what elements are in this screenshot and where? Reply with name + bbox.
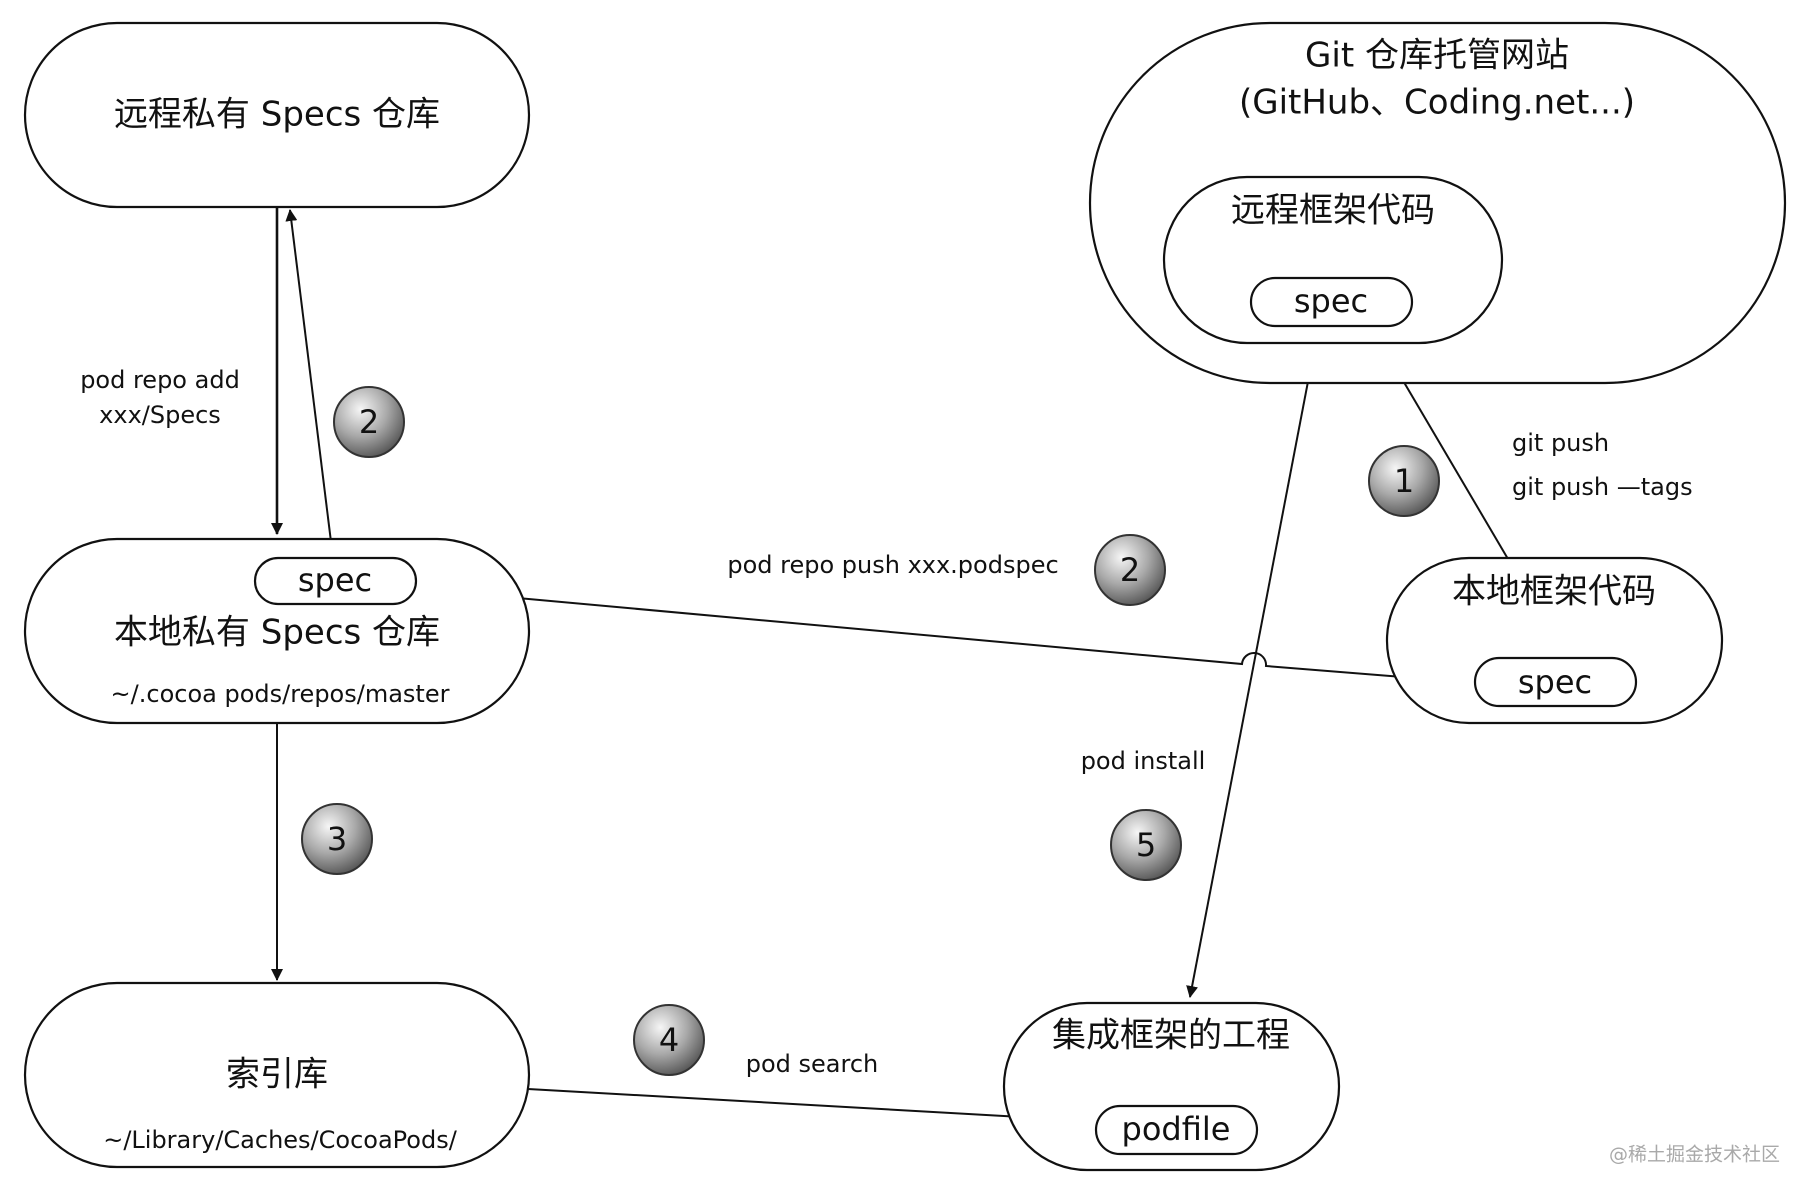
node-local-specs: spec 本地私有 Specs 仓库 ~/.cocoa pods/repos/m… bbox=[23, 537, 531, 725]
git-host-title: Git 仓库托管网站 bbox=[1305, 36, 1569, 76]
svg-text:2: 2 bbox=[1120, 551, 1140, 589]
node-local-framework: 本地框架代码 spec bbox=[1385, 556, 1724, 725]
local-specs-spec-pill bbox=[253, 556, 418, 606]
watermark: @稀土掘金技术社区 bbox=[1609, 1144, 1780, 1166]
node-project: 集成框架的工程 podfile bbox=[1002, 1001, 1341, 1172]
edge-pod-install bbox=[1186, 344, 1316, 998]
git-host-subtitle: (GitHub、Coding.net...) bbox=[1239, 83, 1635, 123]
local-specs-title: 本地私有 Specs 仓库 bbox=[114, 613, 440, 653]
project-podfile-pill bbox=[1094, 1104, 1259, 1156]
local-framework-title: 本地框架代码 bbox=[1452, 572, 1656, 612]
edge-git-push bbox=[1384, 349, 1509, 560]
remote-framework-title: 远程框架代码 bbox=[1231, 191, 1435, 231]
step-badge-4: 4 bbox=[633, 1004, 705, 1076]
local-specs-path: ~/.cocoa pods/repos/master bbox=[111, 680, 450, 708]
node-index-repo: 索引库 ~/Library/Caches/CocoaPods/ bbox=[23, 981, 531, 1169]
step-badge-2-left: 2 bbox=[333, 386, 405, 458]
label-pod-repo-add-1: pod repo add bbox=[80, 366, 240, 394]
local-framework-spec-pill bbox=[1473, 656, 1638, 708]
edge-pod-search bbox=[527, 1088, 1094, 1127]
local-specs-spec-label: spec bbox=[298, 561, 372, 599]
node-remote-specs: 远程私有 Specs 仓库 bbox=[23, 21, 531, 209]
node-remote-framework: 远程框架代码 spec bbox=[1162, 175, 1504, 345]
edge-pod-repo-push bbox=[418, 584, 1479, 684]
label-pod-install: pod install bbox=[1081, 747, 1206, 775]
label-git-push-1: git push bbox=[1512, 429, 1609, 457]
svg-text:3: 3 bbox=[327, 820, 347, 858]
project-title: 集成框架的工程 bbox=[1052, 1016, 1290, 1056]
label-git-push-2: git push —tags bbox=[1512, 473, 1693, 501]
label-pod-repo-add-2: xxx/Specs bbox=[99, 401, 221, 429]
index-repo-path: ~/Library/Caches/CocoaPods/ bbox=[103, 1126, 457, 1154]
label-pod-search: pod search bbox=[746, 1050, 879, 1078]
remote-framework-spec-pill bbox=[1249, 276, 1414, 328]
step-badge-2-mid: 2 bbox=[1094, 534, 1166, 606]
remote-specs-title: 远程私有 Specs 仓库 bbox=[114, 95, 440, 135]
remote-framework-spec-label: spec bbox=[1294, 282, 1368, 320]
index-repo-title: 索引库 bbox=[226, 1055, 328, 1095]
label-pod-repo-push: pod repo push xxx.podspec bbox=[727, 551, 1058, 579]
svg-text:2: 2 bbox=[359, 403, 379, 441]
edge-spec-to-remote-specs bbox=[285, 209, 334, 559]
step-badge-1: 1 bbox=[1368, 445, 1440, 517]
step-badge-5: 5 bbox=[1110, 809, 1182, 881]
local-framework-spec-label: spec bbox=[1518, 663, 1592, 701]
project-podfile-label: podfile bbox=[1122, 1110, 1231, 1148]
svg-text:4: 4 bbox=[659, 1021, 679, 1059]
step-badge-3: 3 bbox=[301, 803, 373, 875]
svg-text:1: 1 bbox=[1394, 462, 1414, 500]
svg-text:5: 5 bbox=[1136, 826, 1156, 864]
